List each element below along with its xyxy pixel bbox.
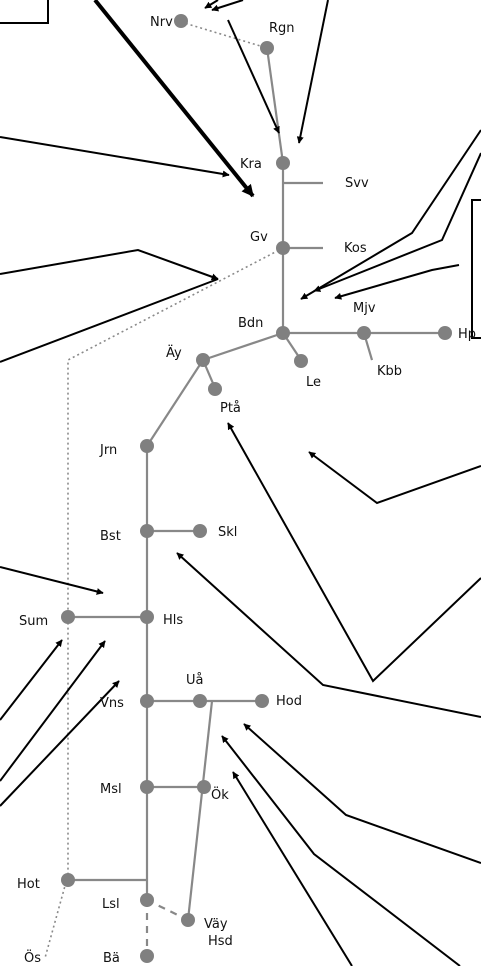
station-label-vay: Väy <box>204 917 228 932</box>
station-label-hsd: Hsd <box>208 934 233 949</box>
station-label-kos: Kos <box>344 241 367 256</box>
track-lines <box>68 47 445 921</box>
station-label-ay: Äy <box>166 345 182 361</box>
station-dot-msl <box>140 780 154 794</box>
station-label-ok: Ök <box>211 786 229 803</box>
station-label-rgn: Rgn <box>269 21 295 36</box>
station-dot-le <box>294 354 308 368</box>
station-dot-hod <box>255 694 269 708</box>
station-label-os: Ös <box>24 949 41 966</box>
station-dot-hp <box>438 326 452 340</box>
station-dot-lsl <box>140 893 154 907</box>
station-label-jrn: Jrn <box>99 443 117 458</box>
callout-box-right <box>471 199 481 339</box>
callout-box-top-left <box>0 0 49 24</box>
station-dot-kra <box>276 156 290 170</box>
station-label-lsl: Lsl <box>102 897 120 912</box>
station-label-ba: Bä <box>103 951 120 966</box>
station-label-hot: Hot <box>17 877 40 892</box>
station-label-pta: Ptå <box>220 401 241 416</box>
station-label-hp: Hp <box>458 327 476 342</box>
station-dot-ok <box>197 780 211 794</box>
station-dot-ua <box>193 694 207 708</box>
dotted-lines <box>44 21 284 959</box>
station-label-bst: Bst <box>100 529 121 544</box>
dashed-track-lines <box>145 899 189 956</box>
station-label-hls: Hls <box>163 613 183 628</box>
station-label-vns: Vns <box>100 696 124 711</box>
station-label-le: Le <box>306 375 321 390</box>
station-label-skl: Skl <box>218 525 237 540</box>
station-label-bdn: Bdn <box>238 316 263 331</box>
station-label-kra: Kra <box>240 157 262 172</box>
station-dot-pta <box>208 382 222 396</box>
station-label-kbb: Kbb <box>377 364 402 379</box>
station-dots <box>61 14 452 963</box>
station-label-ua: Uå <box>186 673 203 688</box>
station-dot-vay <box>181 913 195 927</box>
station-label-hod: Hod <box>276 694 302 709</box>
station-labels: Nrv Rgn Kra Svv Gv Kos Mjv Bdn Hp Kbb Le… <box>17 15 476 966</box>
station-label-mjv: Mjv <box>353 301 376 316</box>
station-label-gv: Gv <box>250 230 268 245</box>
station-label-sum: Sum <box>19 614 48 629</box>
station-dot-gv <box>276 241 290 255</box>
station-dot-ba <box>140 949 154 963</box>
station-dot-kbb <box>357 326 371 340</box>
station-dot-vns <box>140 694 154 708</box>
station-dot-jrn <box>140 439 154 453</box>
station-dot-ay <box>196 353 210 367</box>
station-dot-sum <box>61 610 75 624</box>
station-dot-nrv <box>174 14 188 28</box>
station-label-msl: Msl <box>100 782 122 797</box>
station-dot-rgn <box>260 41 274 55</box>
station-dot-hls <box>140 610 154 624</box>
station-dot-bdn <box>276 326 290 340</box>
station-dot-hot <box>61 873 75 887</box>
station-label-svv: Svv <box>345 176 369 191</box>
station-dot-skl <box>193 524 207 538</box>
station-label-nrv: Nrv <box>150 15 173 30</box>
station-dot-bst <box>140 524 154 538</box>
